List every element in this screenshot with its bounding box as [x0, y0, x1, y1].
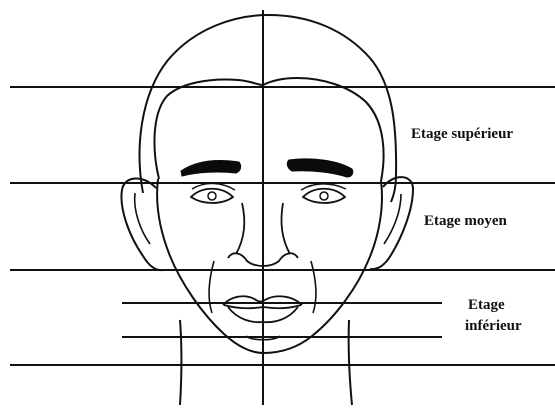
nose-bridge-left: [236, 203, 244, 254]
right-pupil: [320, 192, 328, 200]
right-ear-inner: [384, 194, 401, 244]
right-nasolabial-line: [311, 261, 316, 313]
label-lower-stage-line1: Etage: [468, 297, 505, 314]
hair-outline: [140, 15, 397, 202]
left-eye: [191, 189, 233, 203]
right-eyebrow: [287, 159, 352, 177]
left-face-contour: [157, 179, 263, 353]
neck-right: [349, 320, 352, 405]
right-ear: [370, 177, 413, 269]
left-ear-inner: [135, 193, 150, 244]
label-middle-stage: Etage moyen: [424, 213, 507, 230]
left-pupil: [208, 192, 216, 200]
neck-left: [180, 320, 182, 405]
right-eye: [303, 189, 345, 203]
nose-bridge-right: [281, 203, 290, 254]
label-upper-stage: Etage supérieur: [411, 126, 513, 143]
left-eyebrow: [181, 161, 241, 176]
left-nasolabial-line: [209, 261, 214, 313]
right-face-contour: [263, 181, 382, 353]
hairline: [154, 78, 383, 181]
label-lower-stage-line2: inférieur: [465, 318, 522, 335]
